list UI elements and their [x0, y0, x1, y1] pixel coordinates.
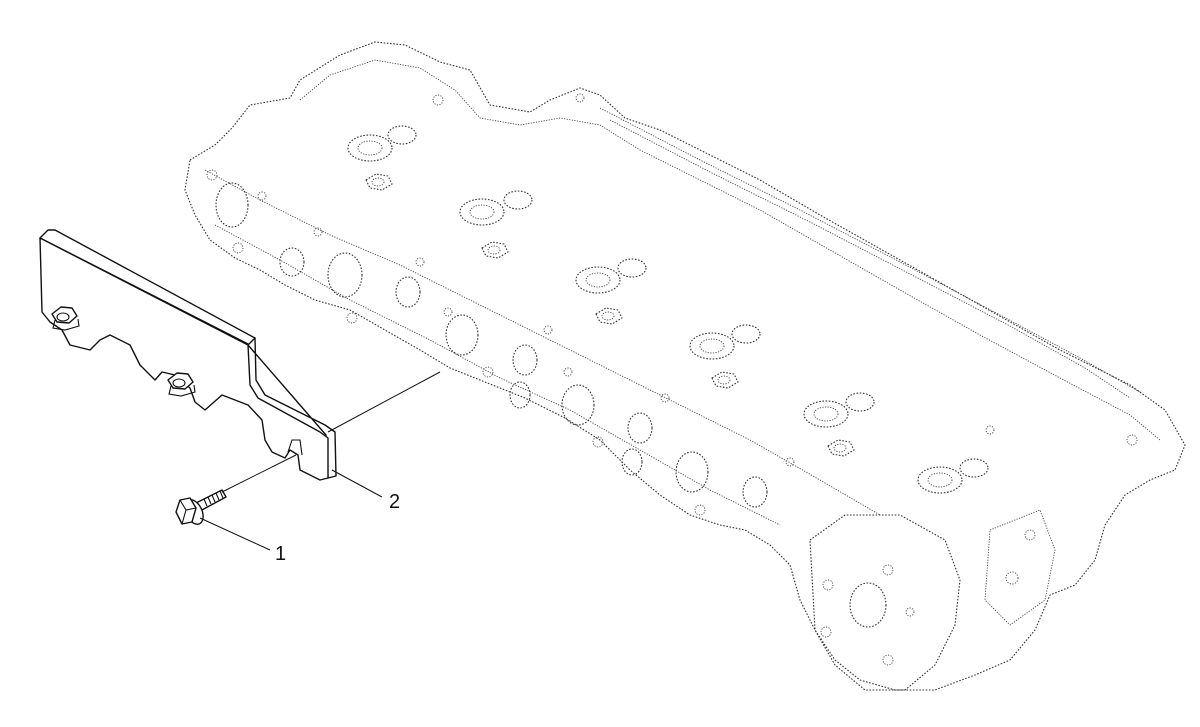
valve-seat — [387, 125, 417, 145]
cover-plate-edge — [39, 229, 256, 346]
valve-seat — [917, 466, 963, 494]
valve-seat-inner — [813, 406, 839, 422]
valve-seat — [731, 324, 761, 344]
exhaust-port — [621, 448, 643, 476]
valve-seat-inner — [469, 204, 495, 220]
valve-seat-inner — [927, 472, 953, 488]
exhaust-port — [215, 182, 249, 228]
valve-seat-inner — [357, 140, 383, 156]
cover-plate — [39, 229, 337, 481]
head-bolt — [481, 241, 509, 259]
head-bolt — [711, 371, 739, 389]
end-face-port — [849, 582, 887, 628]
exhaust-port — [742, 476, 768, 508]
cylinder-head-outline — [184, 41, 1186, 691]
valve-seat — [617, 258, 647, 278]
exhaust-ports — [215, 182, 768, 508]
end-face-outline — [809, 514, 961, 691]
valve-seat-inner — [585, 272, 611, 288]
valve-seat — [459, 198, 505, 226]
cover-plate-slot — [287, 439, 303, 456]
exhaust-port — [279, 247, 305, 277]
plate-bolt-middle — [167, 372, 196, 397]
head-bolt — [365, 173, 393, 191]
end-face — [809, 509, 1056, 691]
exhaust-port — [327, 252, 363, 298]
leader-line-part-1 — [199, 517, 271, 551]
cylinder-head — [184, 41, 1186, 691]
valve-seat — [575, 266, 621, 294]
alignment-line-bolt — [221, 454, 297, 493]
exhaust-port — [445, 314, 479, 356]
side-rail — [599, 107, 1141, 393]
exhaust-port — [561, 384, 595, 426]
top-deck-ridge — [299, 59, 1161, 441]
leader-lines — [199, 371, 441, 551]
bolt-threads — [203, 490, 224, 507]
valve-seat — [845, 392, 875, 412]
exhaust-port — [512, 344, 538, 376]
valve-seat-inner — [699, 338, 725, 354]
flange-bolt — [175, 489, 227, 525]
valve-seat — [347, 134, 393, 162]
callout-part-2: 2 — [389, 491, 400, 513]
exhaust-port — [627, 412, 653, 444]
side-rail-inner — [609, 119, 1131, 399]
bolt-holes — [206, 93, 1138, 516]
exhaust-port — [395, 276, 421, 308]
callout-part-1: 1 — [275, 543, 286, 565]
valve-seat — [803, 400, 849, 428]
head-bolt — [827, 439, 855, 457]
leader-line-part-2 — [331, 469, 383, 498]
cover-plate-face — [39, 237, 329, 481]
exhaust-face-edge — [204, 169, 881, 516]
end-face-side — [984, 509, 1056, 626]
valve-seat — [503, 190, 533, 210]
valve-seat — [959, 458, 989, 478]
valve-seats — [347, 125, 989, 494]
plate-bolt-left — [51, 306, 80, 331]
exhaust-port — [675, 451, 709, 493]
valve-seat — [689, 332, 735, 360]
alignment-line-plate — [327, 371, 441, 433]
exhaust-face-lower — [214, 224, 781, 526]
exhaust-port — [509, 381, 531, 409]
head-bolt — [595, 307, 623, 325]
head-bolts — [365, 173, 855, 457]
